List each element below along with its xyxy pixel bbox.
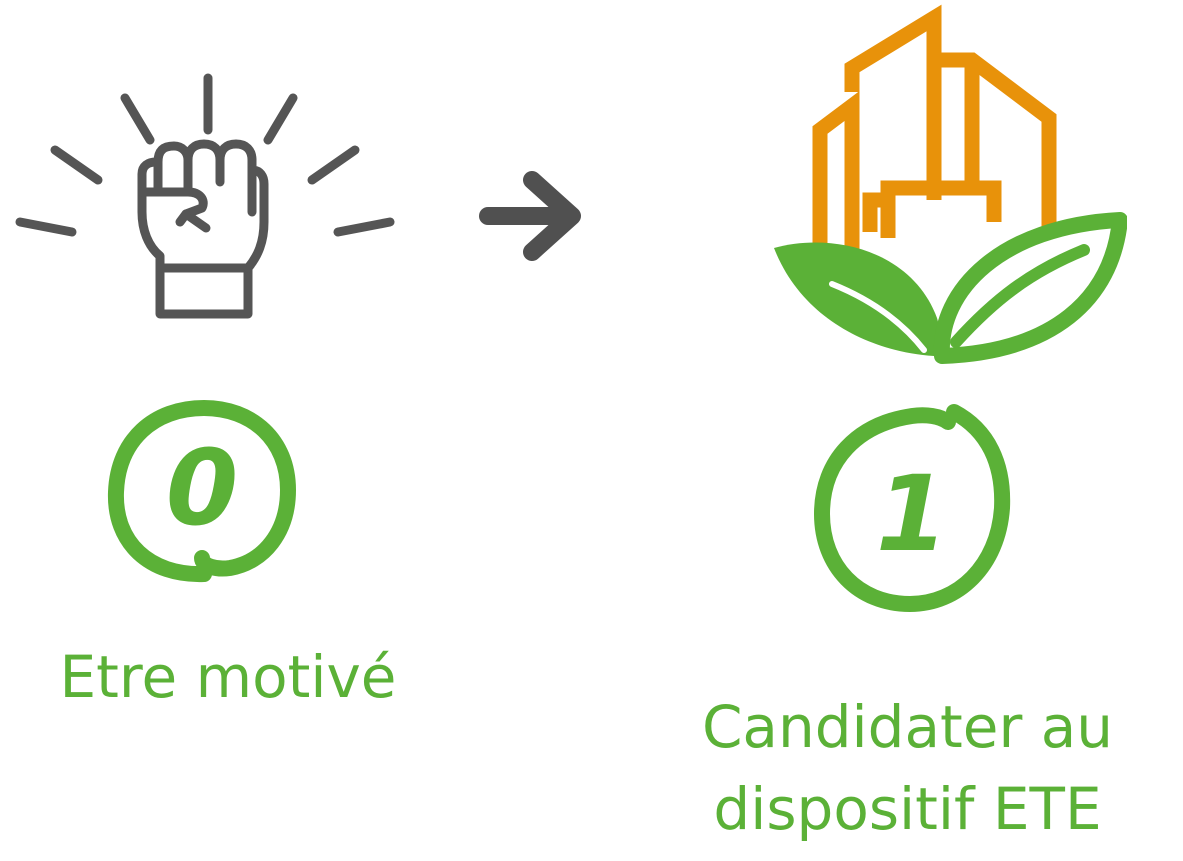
step-1-number: 1 (876, 453, 948, 575)
step-1-label-line-1: Candidater au (701, 693, 1114, 761)
eco-building-leaves-icon (762, 0, 1127, 365)
step-0-number: 0 (166, 427, 238, 549)
raised-fist-icon (10, 70, 400, 330)
step-0-number-badge: 0 (104, 392, 300, 588)
step-1-number-badge: 1 (808, 396, 1012, 618)
step-1-label-line-2: dispositif ETE (713, 775, 1102, 843)
right-arrow-icon (476, 168, 586, 264)
step-0-label: Etre motivé (59, 643, 397, 711)
